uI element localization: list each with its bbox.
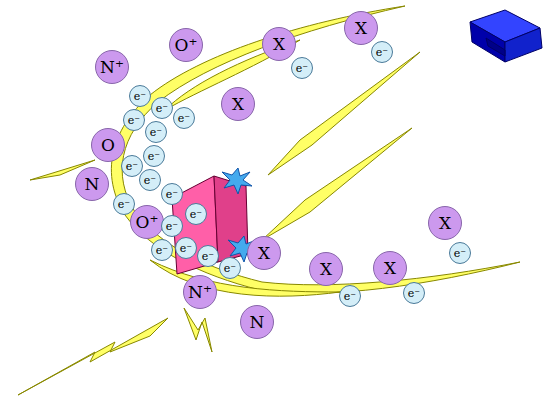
electron-circle: e⁻: [145, 121, 167, 143]
particle-circle: X: [247, 236, 281, 270]
electron-circle: e⁻: [339, 285, 361, 307]
electron-circle: e⁻: [139, 169, 161, 191]
particle-label: e⁻: [150, 127, 162, 138]
particle-label: e⁻: [156, 103, 168, 114]
particle-circle: O⁺: [130, 205, 164, 239]
electron-circle: e⁻: [123, 109, 145, 131]
particle-label: N⁺: [100, 59, 124, 76]
particle-label: e⁻: [344, 291, 356, 302]
particle-label: N: [85, 176, 100, 193]
electron-circle: e⁻: [403, 282, 425, 304]
particle-circle: X: [373, 251, 407, 285]
electron-circle: e⁻: [185, 203, 207, 225]
lightning-bolt: [18, 6, 520, 395]
electron-circle: e⁻: [143, 145, 165, 167]
particle-circle: N: [240, 305, 274, 339]
particle-label: X: [320, 261, 332, 278]
particle-circle: X: [309, 252, 343, 286]
particle-label: X: [258, 245, 270, 262]
electron-circle: e⁻: [175, 237, 197, 259]
particle-label: e⁻: [190, 209, 202, 220]
particle-circle: O⁺: [169, 28, 203, 62]
particle-circle: N⁺: [183, 275, 217, 309]
particle-label: e⁻: [134, 91, 146, 102]
particle-label: e⁻: [118, 199, 130, 210]
particle-label: X: [355, 20, 367, 37]
detector-box: [470, 10, 542, 62]
electron-circle: e⁻: [291, 57, 313, 79]
particle-label: e⁻: [166, 189, 178, 200]
particle-label: e⁻: [454, 248, 466, 259]
particle-label: e⁻: [156, 245, 168, 256]
electron-circle: e⁻: [173, 107, 195, 129]
particle-label: O⁺: [175, 37, 198, 54]
particle-label: e⁻: [126, 161, 138, 172]
particle-label: O: [101, 137, 115, 154]
particle-label: e⁻: [224, 263, 236, 274]
particle-circle: O: [91, 128, 125, 162]
particle-label: X: [232, 96, 244, 113]
particle-circle: X: [344, 11, 378, 45]
particle-label: X: [273, 36, 285, 53]
electron-circle: e⁻: [161, 183, 183, 205]
particle-label: e⁻: [296, 63, 308, 74]
particle-circle: N⁺: [95, 50, 129, 84]
particle-label: e⁻: [178, 113, 190, 124]
particle-label: O⁺: [136, 214, 159, 231]
electron-circle: e⁻: [151, 97, 173, 119]
particle-label: X: [384, 260, 396, 277]
electron-circle: e⁻: [197, 245, 219, 267]
electron-circle: e⁻: [151, 239, 173, 261]
particle-circle: X: [428, 206, 462, 240]
particle-label: N⁺: [188, 284, 212, 301]
particle-circle: X: [221, 87, 255, 121]
electron-circle: e⁻: [129, 85, 151, 107]
particle-label: e⁻: [408, 288, 420, 299]
particle-label: e⁻: [148, 151, 160, 162]
particle-label: e⁻: [144, 175, 156, 186]
particle-label: e⁻: [180, 243, 192, 254]
particle-label: e⁻: [166, 221, 178, 232]
electron-circle: e⁻: [113, 193, 135, 215]
particle-circle: N: [75, 167, 109, 201]
particle-label: e⁻: [202, 251, 214, 262]
electron-circle: e⁻: [449, 242, 471, 264]
particle-label: e⁻: [128, 115, 140, 126]
particle-label: e⁻: [376, 47, 388, 58]
electron-circle: e⁻: [371, 41, 393, 63]
electron-circle: e⁻: [161, 215, 183, 237]
electron-circle: e⁻: [219, 257, 241, 279]
particle-label: N: [250, 314, 265, 331]
particle-label: X: [439, 215, 451, 232]
particle-circle: X: [262, 27, 296, 61]
